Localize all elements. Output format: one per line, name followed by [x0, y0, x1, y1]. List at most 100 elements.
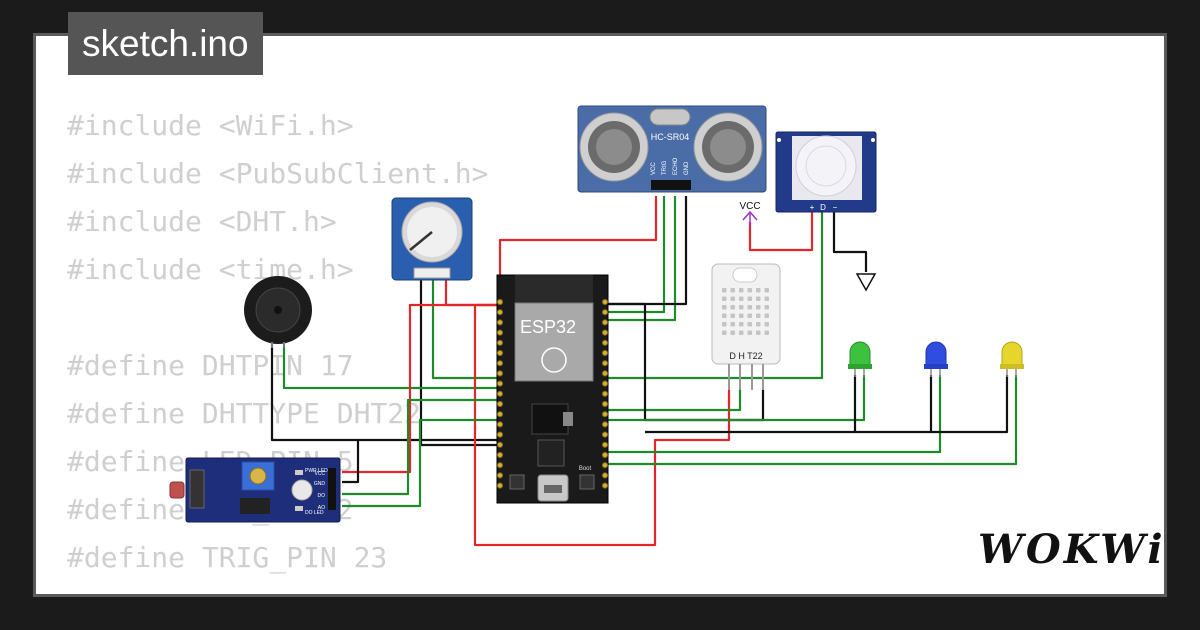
- esp32-pin[interactable]: [601, 462, 609, 469]
- ldr-module[interactable]: PWR LED DO LED VCC GND DO AO: [169, 457, 341, 523]
- dht22-grille-hole: [764, 322, 769, 327]
- esp32-pin[interactable]: [496, 482, 504, 489]
- esp32-pin[interactable]: [601, 451, 609, 459]
- esp32-pin[interactable]: [496, 472, 504, 479]
- dht22-grille-hole: [756, 322, 761, 327]
- esp32-pin[interactable]: [601, 482, 609, 489]
- esp32-pin[interactable]: [496, 411, 504, 418]
- wire-led-blue-gnd: [855, 375, 933, 434]
- led-green[interactable]: [848, 341, 872, 377]
- esp32-pin[interactable]: [496, 421, 504, 428]
- esp32-pin[interactable]: [496, 462, 504, 469]
- esp32-pin[interactable]: [496, 319, 504, 326]
- esp32-pin[interactable]: [496, 360, 504, 367]
- ground-symbol: [855, 273, 877, 292]
- led-yellow[interactable]: [1000, 341, 1024, 377]
- dht22-grille-hole: [764, 305, 769, 310]
- esp32-pin[interactable]: [601, 360, 609, 367]
- vcc-label: VCC: [739, 201, 760, 212]
- dht22-grille-hole: [739, 330, 744, 335]
- pir-pin-d: D: [820, 203, 826, 212]
- wire-led-yellow-gnd: [931, 375, 1009, 434]
- esp32-pin[interactable]: [601, 390, 609, 397]
- wire-pot-signal: [431, 280, 500, 380]
- pir-sensor[interactable]: + D −: [775, 131, 877, 213]
- dht22-sensor[interactable]: D H T22: [711, 263, 781, 390]
- esp32-pin[interactable]: [601, 339, 609, 346]
- esp32-pin[interactable]: [496, 451, 504, 459]
- esp32-pin[interactable]: [496, 339, 504, 346]
- led-blue[interactable]: [924, 341, 948, 377]
- code-line: #define ECHO_PIN 22: [67, 582, 488, 594]
- dht22-grille-hole: [747, 330, 752, 335]
- dht22-grille-hole: [722, 313, 727, 318]
- code-line: #include <DHT.h>: [67, 205, 337, 238]
- dht22-grille-hole: [764, 313, 769, 318]
- potentiometer[interactable]: [391, 197, 473, 281]
- dht22-grille: [722, 288, 769, 335]
- ldr-pin-ao: AO: [318, 505, 325, 511]
- wire-sr04-trig: [605, 196, 666, 314]
- dht22-grille-hole: [730, 288, 735, 293]
- esp32-pin[interactable]: [496, 309, 504, 316]
- esp32-pin[interactable]: [496, 390, 504, 397]
- esp32-pin[interactable]: [601, 329, 609, 336]
- code-line: #define DHTPIN 17: [67, 349, 354, 382]
- dht22-grille-hole: [739, 288, 744, 293]
- wire-ldr-do: [342, 398, 500, 496]
- dht22-grille-hole: [730, 296, 735, 301]
- dht22-grille-hole: [764, 330, 769, 335]
- esp32-pin[interactable]: [496, 329, 504, 336]
- ldr-pin-do: DO: [318, 493, 326, 499]
- wires: [270, 196, 1018, 547]
- pir-pin-plus: +: [810, 203, 815, 212]
- esp32-pin[interactable]: [496, 400, 504, 408]
- wire-buzzer-gnd: [270, 346, 500, 442]
- esp32-pin[interactable]: [496, 431, 504, 438]
- ultrasonic-pin-trig: TRIG: [662, 160, 668, 175]
- esp32-pin[interactable]: [601, 380, 609, 387]
- esp32-pin[interactable]: [601, 298, 609, 306]
- wire-led-blue: [605, 375, 942, 454]
- esp32-pin[interactable]: [601, 309, 609, 316]
- dht22-grille-hole: [730, 322, 735, 327]
- code-line: #define TRIG_PIN 23: [67, 541, 388, 574]
- wire-ldr-gnd: [342, 440, 360, 484]
- wire-led-green-gnd: [645, 375, 857, 434]
- esp32-pin[interactable]: [601, 441, 609, 448]
- dht22-grille-hole: [722, 305, 727, 310]
- esp32-pin[interactable]: [601, 319, 609, 326]
- dht22-grille-hole: [764, 296, 769, 301]
- esp32-pin[interactable]: [601, 370, 609, 377]
- dht22-grille-hole: [756, 305, 761, 310]
- esp32-pin[interactable]: [601, 349, 609, 357]
- dht22-grille-hole: [747, 313, 752, 318]
- esp32-pin[interactable]: [496, 349, 504, 357]
- ldr-pwr-led-label: PWR LED: [305, 468, 328, 474]
- dht22-grille-hole: [756, 288, 761, 293]
- esp32-pin[interactable]: [601, 431, 609, 438]
- esp32-pin[interactable]: [496, 370, 504, 377]
- code-line: #include <WiFi.h>: [67, 109, 354, 142]
- dht22-grille-hole: [756, 313, 761, 318]
- ultrasonic-pin-gnd: GND: [684, 161, 690, 175]
- dht22-grille-hole: [756, 330, 761, 335]
- esp32-pin[interactable]: [496, 441, 504, 448]
- wire-dht-data: [605, 390, 742, 412]
- esp32-pin[interactable]: [601, 411, 609, 418]
- wire-sr04-echo: [605, 196, 677, 322]
- esp32-pin[interactable]: [601, 472, 609, 479]
- esp32-board[interactable]: ESP32 Boot: [496, 274, 609, 504]
- ultrasonic-sensor[interactable]: HC-SR04 VCC TRIG ECHO GND: [577, 105, 767, 193]
- esp32-pin[interactable]: [496, 380, 504, 387]
- esp32-pin[interactable]: [601, 421, 609, 428]
- file-tab[interactable]: sketch.ino: [68, 12, 263, 75]
- dht22-grille-hole: [764, 288, 769, 293]
- buzzer[interactable]: [244, 276, 312, 348]
- esp32-pin[interactable]: [496, 298, 504, 306]
- esp32-pin[interactable]: [601, 400, 609, 408]
- wire-ldr-ao: [342, 418, 500, 508]
- vcc-symbol: VCC: [739, 201, 761, 226]
- dht22-grille-hole: [747, 322, 752, 327]
